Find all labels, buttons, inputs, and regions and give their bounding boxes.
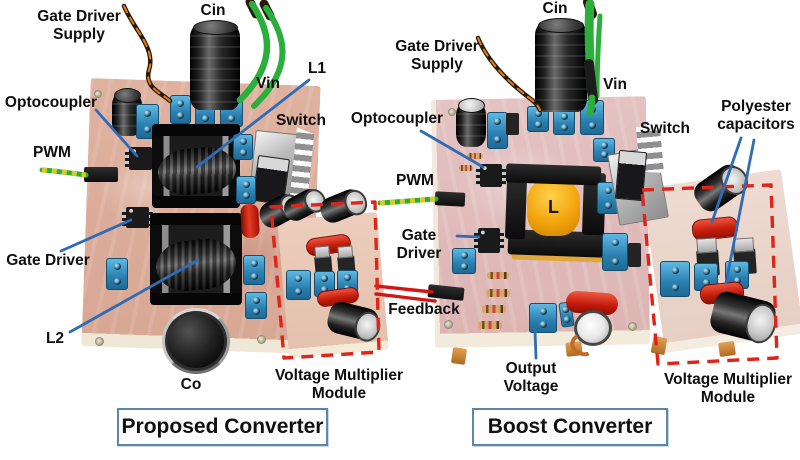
transistor [506,113,519,135]
output-terminal-block [529,303,557,333]
title-boost-converter-text: Boost Converter [487,415,653,438]
pwm-stripe [379,196,437,206]
wire-orange-stripe [123,5,171,102]
terminal-block [233,134,253,160]
vin-wire-left [236,0,271,104]
terminal-block [245,292,267,319]
label-switch-left: Switch [276,112,326,129]
small-capacitor-right [456,98,486,147]
resistor [459,165,473,171]
optocoupler-ic-right [476,164,506,187]
annotation-lines [59,78,756,360]
pwm-header-left [84,167,118,182]
screw-hole [95,337,104,346]
label-vin-right: Vin [603,76,627,93]
annotation-line-output-voltage [533,328,538,360]
transistor [628,243,641,267]
terminal-block [286,270,311,300]
annotation-line-polyester-bottom [724,138,756,285]
label-cin-right: Cin [542,0,568,17]
terminal-block [106,258,128,290]
screw-hole [94,90,102,98]
resistor [482,305,506,313]
capacitor-top-disc [574,310,612,346]
vin-wire-right [594,13,603,99]
wire-orange-stripe [477,37,541,111]
label-voltage-multiplier-left: Voltage Multiplier Module [274,367,404,402]
annotation-line-gate-driver-right [455,234,481,239]
feedback-wire [374,292,437,303]
label-pwm-right: PWM [396,172,434,189]
label-optocoupler-right: Optocoupler [350,110,444,127]
title-proposed-converter-text: Proposed Converter [121,415,324,438]
gate-driver-ic-right [474,228,504,253]
annotation-line-polyester-top [710,136,743,224]
vin-wire-left [251,5,286,109]
annotation-line-optocoupler-right [419,129,485,169]
label-gate-driver-left: Gate Driver [6,252,90,269]
feedback-wires [374,284,437,303]
terminal-block [243,255,265,285]
label-cin-left: Cin [200,2,226,19]
annotation-line-l1 [195,78,311,169]
terminal-block [660,261,690,297]
pwm-yellow-stripes [41,167,437,206]
pwm-stripe [41,167,87,178]
label-voltage-multiplier-right: Voltage Multiplier Module [663,371,793,406]
screw-hole [448,108,456,116]
screw-hole [257,335,266,344]
label-polyester-capacitors: Polyester capacitors [717,98,795,133]
wire-orange-overlays [123,5,541,111]
terminal-block [452,248,476,274]
resistor [486,289,510,297]
label-gate-driver-supply-right: Gate Driver Supply [395,38,479,73]
pwm-wire-right [377,196,439,206]
cin-capacitor-left [190,20,240,110]
screw-hole [628,322,637,331]
resistor [467,153,483,159]
annotation-line-gate-driver-left [59,218,133,253]
label-vin-left: Vin [256,75,280,92]
label-co: Co [180,376,202,393]
inductor-l-label: L [548,197,559,217]
inductor-l-bobbin: L [527,179,580,236]
cin-capacitor-right [535,18,587,112]
screw-hole [444,320,453,329]
dashed-box-voltage-multiplier-left [269,200,381,360]
dashed-boxes [269,183,779,366]
label-l1: L1 [307,60,327,77]
wire-tape-segment [584,59,598,105]
dashed-box-voltage-multiplier-right [640,183,779,366]
terminal-block [236,176,256,204]
label-output-voltage: Output Voltage [503,360,559,395]
label-switch-right: Switch [640,120,690,137]
label-feedback: Feedback [388,301,460,318]
terminal-block [602,233,628,271]
label-pwm-left: PWM [33,144,71,161]
annotation-line-optocoupler-left [94,108,139,158]
resistor [478,321,502,329]
annotation-line-l2 [68,258,200,334]
terminal-block [170,95,191,124]
feedback-wire [374,284,434,294]
label-gate-driver-right: Gate Driver [396,227,442,262]
vin-wire-tip-right [586,94,596,117]
label-optocoupler-left: Optocoupler [4,94,98,111]
resistor [487,272,509,279]
label-l2: L2 [45,330,65,347]
title-proposed-converter: Proposed Converter [117,408,328,446]
output-capacitor-co [162,308,230,374]
title-boost-converter: Boost Converter [472,408,668,446]
label-gate-driver-supply-left: Gate Driver Supply [37,8,121,43]
